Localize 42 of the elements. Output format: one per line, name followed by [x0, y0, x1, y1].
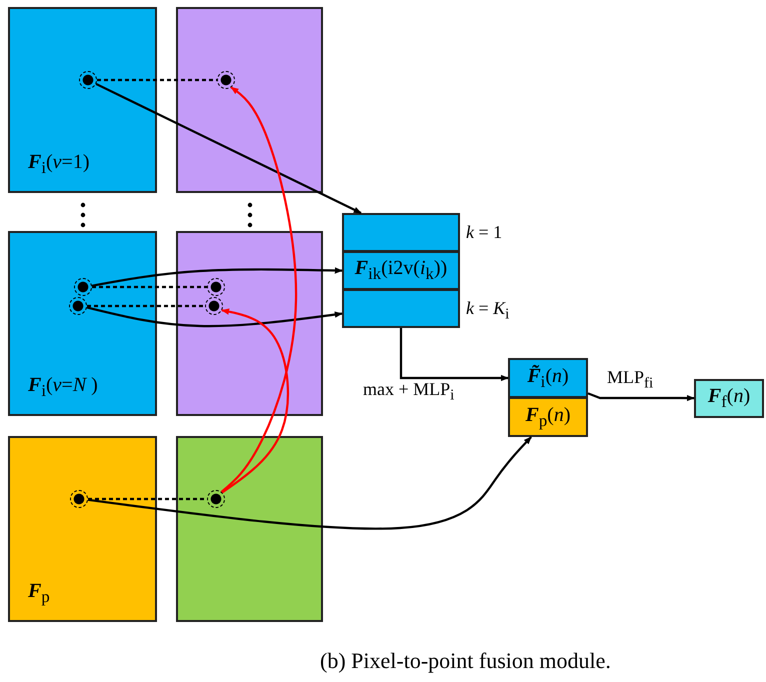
arrow [88, 436, 532, 530]
arrow [220, 86, 298, 493]
feature-cell [694, 379, 764, 418]
feature-map-panel [8, 231, 157, 416]
feature-label: F$_{f}$(n) [708, 386, 750, 411]
caption: (b) Pixel-to-point fusion module. [320, 648, 611, 674]
feature-map-panel [176, 436, 323, 622]
arrow [86, 306, 343, 328]
feature-map-panel [176, 231, 323, 416]
sample-point [217, 71, 235, 89]
feature-label: F$_{ik}$(i2v(i$_{k}$)) [354, 258, 448, 283]
sample-point [207, 278, 225, 296]
feature-map-panel [8, 436, 157, 622]
arrow [92, 267, 343, 287]
index-label: k = 1 [466, 222, 502, 242]
arrow [400, 328, 509, 382]
feature-cell [342, 213, 460, 252]
feature-cell [342, 251, 460, 290]
arrow [588, 392, 695, 402]
feature-label: F$_{p}$(n) [525, 404, 570, 430]
correspondence-line [88, 498, 207, 500]
feature-label: F$_{i}$(v=N ) [28, 375, 98, 400]
arrow [96, 82, 362, 214]
sample-point [69, 297, 87, 315]
index-label: k = K$_{i}$ [466, 298, 510, 324]
feature-cell [508, 397, 588, 437]
correspondence-line [97, 78, 217, 82]
sample-point [207, 490, 225, 508]
feature-map-panel [8, 7, 157, 193]
sample-point [79, 71, 97, 89]
feature-label: F̃$_{i}$(n) [527, 366, 569, 390]
correspondence-line [92, 286, 207, 288]
sample-point [70, 490, 88, 508]
arrow [221, 308, 289, 494]
feature-cell [508, 358, 588, 398]
feature-label: F$_{p}$ [28, 581, 50, 606]
feature-map-panel [176, 7, 323, 193]
feature-cell [342, 289, 460, 328]
sample-point [74, 278, 92, 296]
feature-label: F$_{i}$(v=1) [28, 152, 90, 177]
sample-point [205, 297, 223, 315]
correspondence-line [87, 304, 205, 308]
